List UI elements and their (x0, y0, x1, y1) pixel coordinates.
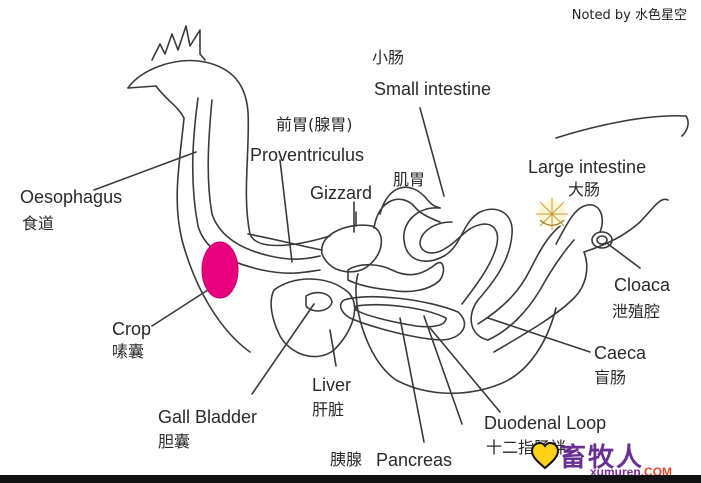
large-intestine-burst (536, 198, 568, 230)
label-pancreas-en: Pancreas (376, 451, 452, 469)
comb-outline (152, 26, 205, 60)
back-top-line (556, 116, 688, 138)
label-proventriculus-en: Proventriculus (250, 146, 364, 164)
label-crop-zh: 嗉囊 (112, 344, 144, 360)
label-oesophagus-zh: 食道 (22, 216, 54, 232)
label-pancreas-zh: 胰腺 (330, 452, 362, 468)
label-cloaca-zh: 泄殖腔 (612, 304, 660, 320)
liver-outline (271, 279, 354, 357)
label-liver-zh: 肝脏 (312, 402, 344, 418)
label-small-intestine-en: Small intestine (374, 80, 491, 98)
label-cloaca-en: Cloaca (614, 276, 670, 294)
gall-bladder-outline (306, 293, 332, 311)
label-duodenal-loop-en: Duodenal Loop (484, 414, 606, 432)
leader-proventriculus (280, 160, 292, 262)
footer-band (0, 475, 701, 483)
label-caeca-zh: 盲肠 (594, 370, 626, 386)
heart-icon (530, 441, 560, 471)
label-proventriculus-zh: 前胃(腺胃) (276, 117, 353, 133)
label-liver-en: Liver (312, 376, 351, 394)
label-crop-en: Crop (112, 320, 151, 338)
label-large-intestine-zh: 大肠 (568, 182, 600, 198)
cloaca-inner (597, 236, 607, 244)
small-intestine-loop-low (348, 263, 443, 292)
small-intestine-upper (380, 187, 440, 214)
label-small-intestine-zh: 小肠 (372, 50, 404, 66)
crop-fill (202, 242, 238, 298)
site-logo: 畜牧人 xumuren.COM (530, 437, 698, 479)
label-large-intestine-en: Large intestine (528, 158, 646, 176)
credit-note: Noted by 水色星空 (572, 4, 687, 23)
label-oesophagus-en: Oesophagus (20, 188, 122, 206)
leader-gall-bladder (252, 304, 314, 394)
label-gizzard-en: Gizzard (310, 184, 372, 202)
label-gall-bladder-en: Gall Bladder (158, 408, 257, 426)
label-gall-bladder-zh: 胆囊 (158, 434, 190, 450)
leader-cloaca (608, 244, 640, 268)
label-caeca-en: Caeca (594, 344, 646, 362)
leader-pancreas-2 (424, 316, 462, 424)
beak-chin-outline (128, 86, 250, 352)
leader-oesophagus (94, 152, 196, 190)
leader-duodenal-loop (430, 328, 500, 412)
label-gizzard-zh: 肌胃 (393, 172, 425, 188)
caeca-outline-2 (494, 252, 587, 352)
leader-crop (152, 286, 214, 326)
